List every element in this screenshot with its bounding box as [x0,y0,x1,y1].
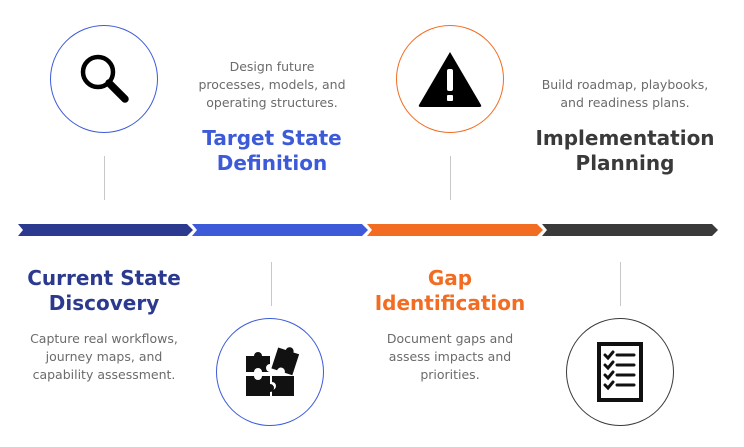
timeline-segment-3 [367,224,543,236]
stage-2-connector [271,262,272,306]
search-icon [80,54,129,103]
stage-4-connector [620,262,621,306]
stage-1-title: Current State Discovery [27,266,181,315]
timeline-segment-1 [18,224,193,236]
timeline-segment-2 [192,224,368,236]
stage-1-description: Capture real workflows, journey maps, an… [30,331,178,382]
stage-2-description: Design future processes, models, and ope… [198,59,346,110]
stage-3-title: Gap Identification [374,266,526,315]
stage-4-title: Implementation Planning [535,126,715,175]
stage-3-icon-circle [396,25,504,133]
stage-4-description: Build roadmap, playbooks, and readiness … [541,77,709,110]
timeline-segment-4 [542,224,718,236]
timeline-bar [18,224,718,236]
puzzle-icon [246,347,300,396]
stage-1-icon-circle [50,25,158,133]
stage-2-icon-circle [216,318,324,426]
stage-2-title: Target State Definition [202,126,342,175]
stage-3-description: Document gaps and assess impacts and pri… [386,331,514,382]
stage-3-connector [450,156,451,200]
checklist-icon [597,342,643,402]
stage-4-icon-circle [566,318,674,426]
stage-1-connector [104,156,105,200]
warning-icon [418,52,482,107]
